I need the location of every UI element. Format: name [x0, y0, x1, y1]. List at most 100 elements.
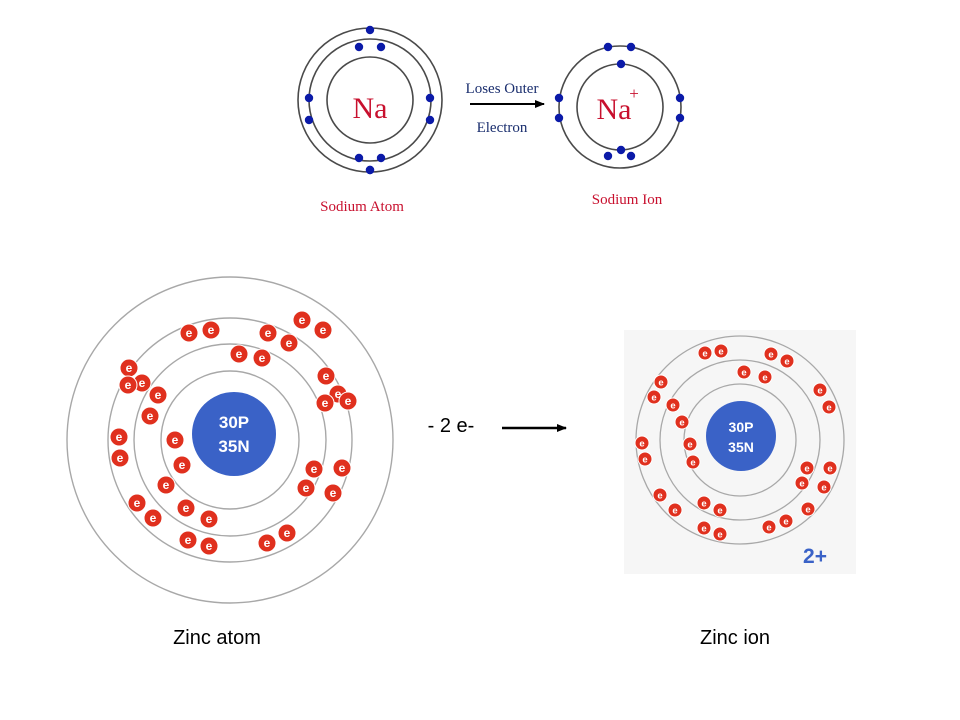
electron-symbol: e — [116, 430, 123, 444]
electron-symbol: e — [701, 523, 706, 534]
electron: e — [316, 366, 336, 386]
electron: e — [277, 523, 297, 543]
sodium-atom-electrons — [304, 25, 435, 175]
electron-symbol: e — [717, 529, 722, 540]
electron: e — [682, 436, 698, 452]
electron: e — [118, 375, 138, 395]
electron-symbol: e — [335, 387, 342, 401]
electron: e — [296, 478, 316, 498]
electron-symbol: e — [286, 336, 293, 350]
electron-symbol: e — [126, 361, 133, 375]
electron: e — [761, 519, 777, 535]
electron: e — [685, 454, 701, 470]
electron-dot — [365, 165, 375, 175]
electron: e — [736, 364, 752, 380]
zinc-atom-shell-2 — [133, 343, 327, 537]
electron: e — [794, 475, 810, 491]
electron-dot — [425, 93, 435, 103]
electron: e — [229, 344, 249, 364]
sodium-atom-caption: Sodium Atom — [320, 199, 404, 215]
electron: e — [110, 448, 130, 468]
electron: e — [279, 333, 299, 353]
zinc-ion-shell-2 — [659, 359, 821, 521]
electron: e — [338, 391, 358, 411]
electron-symbol: e — [345, 394, 352, 408]
electron-symbol: e — [147, 409, 154, 423]
electron-symbol: e — [679, 417, 684, 428]
zinc-atom-caption: Zinc atom — [173, 627, 261, 649]
electron: e — [304, 459, 324, 479]
electron-dot — [554, 113, 564, 123]
electron: e — [257, 533, 277, 553]
electron-symbol: e — [163, 478, 170, 492]
electron-symbol: e — [179, 458, 186, 472]
electron: e — [252, 348, 272, 368]
electron-symbol: e — [284, 526, 291, 540]
electron-symbol: e — [783, 516, 788, 527]
zinc-ion-charge: 2+ — [803, 545, 827, 568]
electron-dot — [354, 42, 364, 52]
electron: e — [713, 343, 729, 359]
electron: e — [199, 536, 219, 556]
electron-symbol: e — [339, 461, 346, 475]
electron-symbol: e — [322, 396, 329, 410]
electron: e — [712, 526, 728, 542]
electron: e — [292, 310, 312, 330]
electron-dot — [626, 42, 636, 52]
electron: e — [812, 382, 828, 398]
electron-symbol: e — [299, 313, 306, 327]
electron: e — [323, 483, 343, 503]
electron-dot — [354, 153, 364, 163]
electron-symbol: e — [125, 378, 132, 392]
electron: e — [127, 493, 147, 513]
sodium-arrow-label-line1: Loses Outer — [466, 81, 539, 97]
sodium-ion-electrons — [554, 42, 685, 161]
sodium-ion-caption: Sodium Ion — [592, 192, 663, 208]
electron: e — [634, 435, 650, 451]
zinc-ion-nucleus-protons: 30P — [729, 419, 754, 435]
electron-symbol: e — [172, 433, 179, 447]
electron-symbol: e — [642, 454, 647, 465]
electron-symbol: e — [311, 462, 318, 476]
electron-symbol: e — [323, 369, 330, 383]
electron-symbol: e — [639, 438, 644, 449]
electron: e — [822, 460, 838, 476]
electron-symbol: e — [827, 463, 832, 474]
zinc-arrow: - 2 e- — [428, 415, 567, 437]
sodium-panel: Na Sodium Atom Loses Outer Electron Na +… — [297, 25, 685, 215]
electron-symbol: e — [821, 482, 826, 493]
electron-symbol: e — [134, 496, 141, 510]
sodium-ion-shell-outer — [558, 45, 682, 169]
electron-symbol: e — [766, 522, 771, 533]
electron-dot — [304, 115, 314, 125]
electron-symbol: e — [320, 323, 327, 337]
electron-symbol: e — [658, 377, 663, 388]
zinc-arrow-label: - 2 e- — [428, 415, 475, 437]
zinc-atom-shell-3 — [107, 317, 353, 563]
electron-dot — [365, 25, 375, 35]
electron-symbol: e — [155, 388, 162, 402]
electron: e — [637, 451, 653, 467]
electron-symbol: e — [150, 511, 157, 525]
electron-symbol: e — [702, 348, 707, 359]
electron-symbol: e — [186, 326, 193, 340]
electron: e — [201, 320, 221, 340]
electron: e — [665, 397, 681, 413]
electron-symbol: e — [672, 505, 677, 516]
electron-dot — [626, 151, 636, 161]
electron-dot — [616, 59, 626, 69]
electron: e — [652, 487, 668, 503]
electron: e — [778, 513, 794, 529]
sodium-ion-symbol: Na — [597, 93, 632, 126]
electron-symbol: e — [208, 323, 215, 337]
electron-dot — [376, 153, 386, 163]
electron-dot — [675, 113, 685, 123]
electron: e — [696, 495, 712, 511]
electron-symbol: e — [183, 501, 190, 515]
electron-symbol: e — [805, 504, 810, 515]
electron: e — [148, 385, 168, 405]
